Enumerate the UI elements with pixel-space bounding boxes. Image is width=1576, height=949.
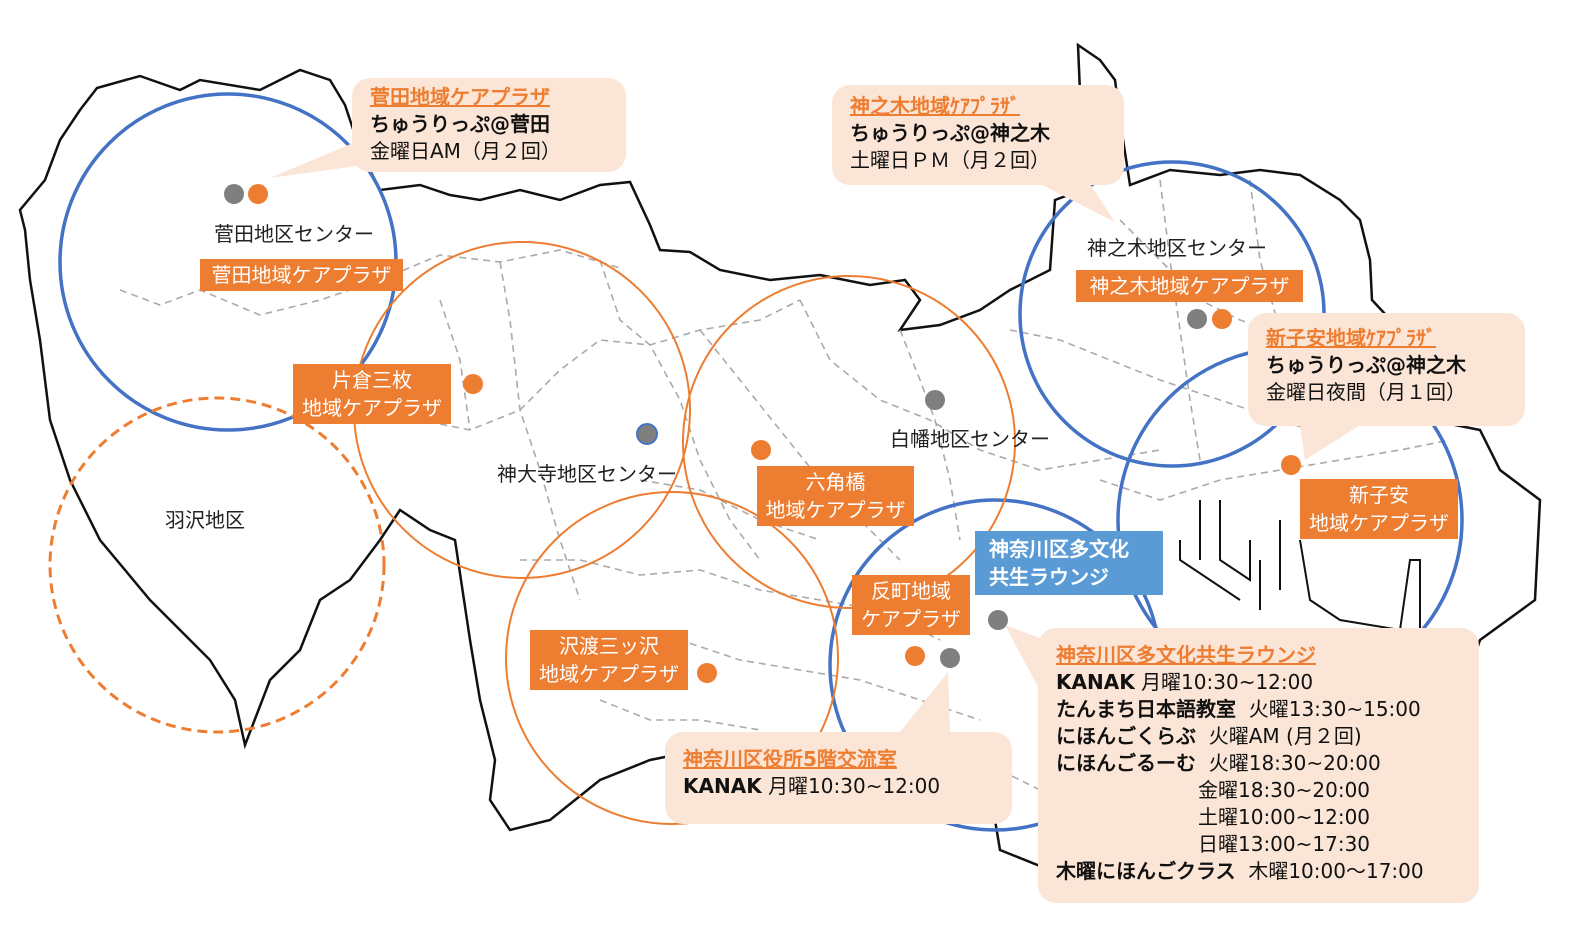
lounge-dot [988, 610, 1008, 630]
callout-time: 金曜日AM（月２回） [370, 139, 561, 163]
plaza-name: 片倉三枚 [332, 368, 412, 392]
plaza-box-kanogi: 神之木地域ケアプラザ [1076, 270, 1303, 302]
plaza-name: 新子安 [1349, 483, 1409, 507]
label-kanogi-center: 神之木地区センター [1087, 236, 1267, 260]
schedule-row: にほんごるーむ 火曜18:30~20:00 [1056, 750, 1461, 777]
callout-title: 神奈川区多文化共生ラウンジ [1056, 643, 1316, 667]
plaza-box-shinkoyasu: 新子安地域ケアプラザ [1300, 479, 1458, 539]
callout-title: 菅田地域ケアプラザ [370, 85, 550, 109]
class-time: 木曜10:00～17:00 [1248, 859, 1424, 883]
plaza-dot-sugata [248, 184, 268, 204]
plaza-dot-shinkoyasu [1281, 455, 1301, 475]
class-name: たんまち日本語教室 [1056, 697, 1236, 721]
lounge-box: 神奈川区多文化共生ラウンジ [975, 531, 1163, 595]
center-dot-sugata [224, 184, 244, 204]
class-time: 金曜18:30~20:00 [1198, 778, 1371, 802]
class-time: 土曜10:00~12:00 [1198, 805, 1371, 829]
callout-lounge: 神奈川区多文化共生ラウンジ KANAK 月曜10:30~12:00 たんまち日本… [1038, 628, 1479, 903]
schedule-row: KANAK 月曜10:30~12:00 [1056, 669, 1461, 696]
class-time: 火曜18:30~20:00 [1208, 751, 1381, 775]
ward-office-dot [940, 648, 960, 668]
plaza-name: 地域ケアプラザ [1309, 511, 1449, 535]
plaza-dot-tanmachi [905, 646, 925, 666]
schedule-row: 木曜にほんごクラス 木曜10:00～17:00 [1056, 858, 1461, 885]
callout-kanogi: 神之木地域ｹｱﾌﾟﾗｻﾞ ちゅうりっぷ@神之木 土曜日ＰＭ（月２回） [832, 85, 1124, 185]
class-name: 木曜にほんごクラス [1056, 859, 1236, 883]
plaza-name: 地域ケアプラザ [539, 662, 679, 686]
callout-pointer-kanogi [1040, 184, 1115, 222]
class-time: 火曜AM (月２回) [1208, 724, 1362, 748]
callout-sugata: 菅田地域ケアプラザ ちゅうりっぷ@菅田 金曜日AM（月２回） [352, 78, 626, 172]
schedule-row: たんまち日本語教室 火曜13:30~15:00 [1056, 696, 1461, 723]
callout-title: 神奈川区役所5階交流室 [683, 747, 897, 771]
schedule-row: にほんごくらぶ 火曜AM (月２回) [1056, 723, 1461, 750]
class-name: にほんごくらぶ [1056, 724, 1196, 748]
plaza-name: 地域ケアプラザ [302, 396, 442, 420]
class-name: にほんごるーむ [1056, 751, 1196, 775]
lounge-name: 神奈川区多文化 [989, 537, 1129, 561]
lounge-name: 共生ラウンジ [989, 565, 1109, 589]
plaza-dot-sawatari [697, 663, 717, 683]
class-name: KANAK [1056, 670, 1135, 694]
plaza-name: 沢渡三ッ沢 [559, 634, 659, 658]
callout-class-name: KANAK [683, 774, 762, 798]
class-time: 日曜13:00~17:30 [1198, 832, 1371, 856]
label-shirahata-center: 白幡地区センター [890, 427, 1050, 451]
plaza-name: 反町地域 [871, 579, 951, 603]
plaza-name: 菅田地域ケアプラザ [211, 263, 392, 287]
callout-class-name: ちゅうりっぷ@神之木 [850, 121, 1050, 145]
callout-time: 金曜日夜間（月１回） [1266, 380, 1466, 404]
callout-pointer-ward-office [900, 672, 950, 732]
facility-dots [224, 184, 1301, 683]
port-piers [1179, 500, 1421, 640]
callout-class-name: ちゅうりっぷ@神之木 [1266, 353, 1466, 377]
center-dot-kandaiji [636, 423, 658, 445]
ward-outline [18, 42, 1542, 892]
plaza-box-rokkakubashi: 六角橋地域ケアプラザ [757, 466, 914, 526]
plaza-name: 六角橋 [805, 470, 866, 494]
coverage-circle-rokkakubashi [682, 275, 1016, 609]
callout-ward-office: 神奈川区役所5階交流室 KANAK 月曜10:30~12:00 [665, 732, 1012, 824]
plaza-name: ケアプラザ [861, 607, 961, 631]
plaza-dot-rokkakubashi [751, 440, 771, 460]
coverage-circle-sawatari [505, 491, 839, 825]
label-kandaiji-center: 神大寺地区センター [497, 462, 677, 486]
coverage-circle-hazawa [48, 396, 386, 734]
plaza-name: 地域ケアプラザ [765, 498, 906, 522]
callout-time: 土曜日ＰＭ（月２回） [850, 148, 1050, 172]
plaza-box-sugata: 菅田地域ケアプラザ [200, 259, 403, 291]
label-sugata-center: 菅田地区センター [214, 222, 374, 246]
plaza-name: 神之木地域ケアプラザ [1089, 274, 1290, 298]
callout-shinkoyasu: 新子安地域ｹｱﾌﾟﾗｻﾞ ちゅうりっぷ@神之木 金曜日夜間（月１回） [1248, 313, 1525, 426]
plaza-dot-kanogi [1212, 309, 1232, 329]
label-hazawa-district: 羽沢地区 [165, 508, 245, 532]
plaza-box-katakura: 片倉三枚地域ケアプラザ [293, 364, 451, 424]
callout-title: 神之木地域ｹｱﾌﾟﾗｻﾞ [850, 94, 1020, 118]
callout-pointer-shinkoyasu [1300, 425, 1360, 460]
plaza-dot-katakura [463, 374, 483, 394]
callout-pointer-lounge [1005, 625, 1045, 700]
center-dot-kanogi [1187, 309, 1207, 329]
class-time: 月曜10:30~12:00 [1141, 670, 1314, 694]
callout-class-name: ちゅうりっぷ@菅田 [370, 112, 550, 136]
callout-title: 新子安地域ｹｱﾌﾟﾗｻﾞ [1266, 326, 1436, 350]
plaza-box-tanmachi: 反町地域ケアプラザ [852, 575, 970, 635]
class-time: 火曜13:30~15:00 [1248, 697, 1421, 721]
plaza-box-sawatari: 沢渡三ッ沢地域ケアプラザ [530, 630, 688, 690]
center-dot-shirahata [925, 390, 945, 410]
callout-time: 月曜10:30~12:00 [768, 774, 941, 798]
